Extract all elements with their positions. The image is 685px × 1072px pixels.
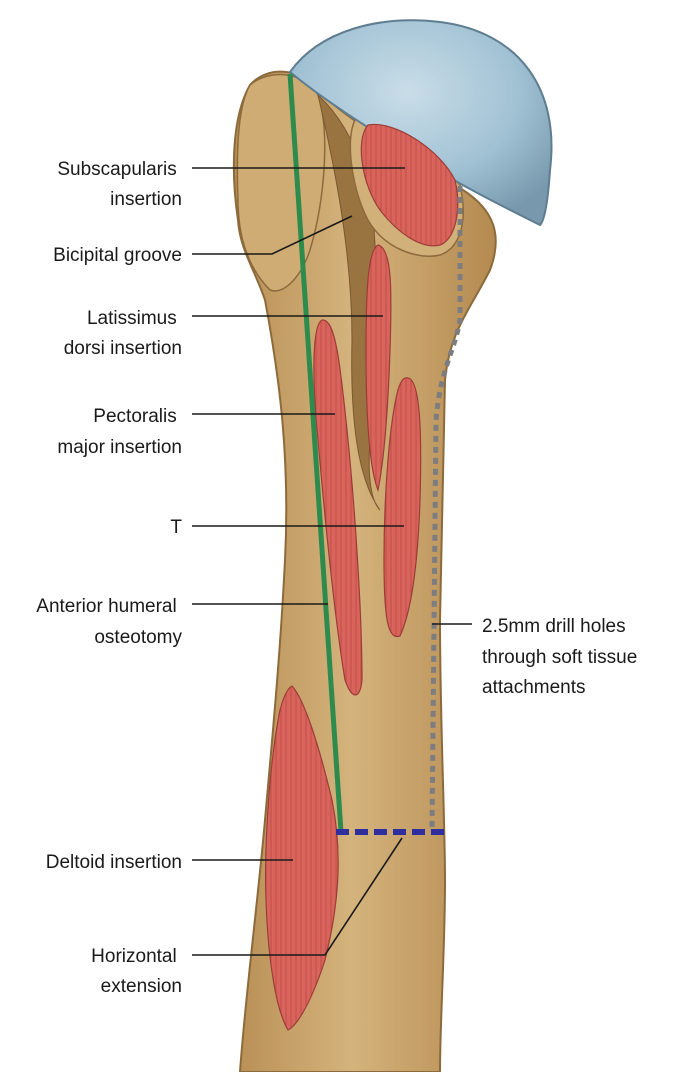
label-pectoralis: Pectoralis major insertion <box>57 406 182 458</box>
latissimus-muscle <box>365 244 392 493</box>
leader-lines <box>192 167 472 956</box>
leader-horizontal <box>192 837 403 956</box>
subscapularis-muscle <box>360 123 459 247</box>
leader-bicipital <box>192 215 353 255</box>
t-muscle <box>383 377 422 638</box>
labels: Subscapularis insertion Bicipital groove… <box>36 159 643 997</box>
label-subscapularis: Subscapularis insertion <box>57 159 182 210</box>
label-t: T <box>170 517 182 538</box>
osteotomy-line <box>287 73 344 833</box>
label-drill-holes: 2.5mm drill holes through soft tissue at… <box>482 616 643 698</box>
label-deltoid: Deltoid insertion <box>46 852 182 873</box>
label-osteotomy: Anterior humeral osteotomy <box>36 596 182 648</box>
label-bicipital-groove: Bicipital groove <box>53 245 182 266</box>
drill-holes-line <box>429 186 463 833</box>
label-horizontal: Horizontal extension <box>91 946 182 997</box>
deltoid-muscle <box>265 685 339 1031</box>
label-latissimus: Latissimus dorsi insertion <box>64 308 182 359</box>
